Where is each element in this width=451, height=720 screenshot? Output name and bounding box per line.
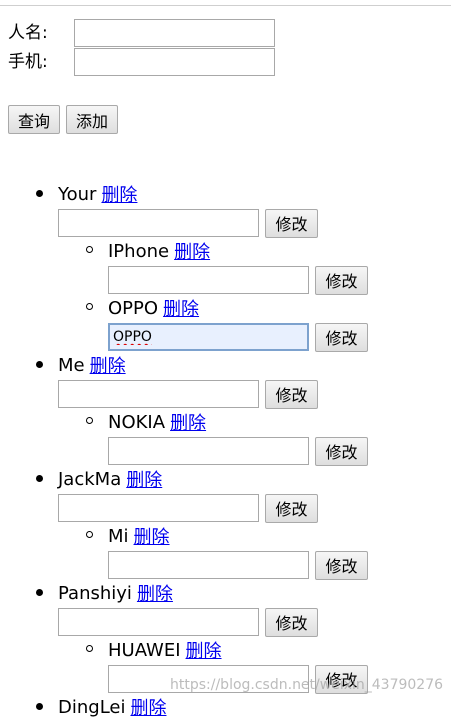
node-name: NOKIA: [108, 411, 166, 433]
child-node: OPPO 删除 修改: [86, 295, 368, 352]
edit-button[interactable]: 修改: [315, 265, 368, 295]
tree-node: DingLei 删除: [36, 694, 368, 720]
circle-bullet-icon: [86, 645, 93, 652]
delete-link[interactable]: 删除: [163, 299, 200, 320]
node-name: JackMa: [58, 468, 122, 490]
delete-link[interactable]: 删除: [170, 413, 207, 434]
disc-bullet-icon: [36, 190, 43, 197]
node-edit-input[interactable]: [58, 380, 259, 408]
circle-bullet-icon: [86, 417, 93, 424]
disc-bullet-icon: [36, 361, 43, 368]
node-name: Me: [58, 354, 85, 376]
circle-bullet-icon: [86, 303, 93, 310]
child-list: IPhone 删除 修改 OPPO 删除 修改: [86, 238, 368, 352]
node-name: HUAWEI: [108, 639, 181, 661]
query-button[interactable]: 查询: [8, 105, 61, 134]
circle-bullet-icon: [86, 246, 93, 253]
delete-link[interactable]: 删除: [136, 584, 173, 605]
node-edit-input[interactable]: [108, 665, 309, 693]
delete-link[interactable]: 删除: [126, 470, 163, 491]
node-edit-input[interactable]: [108, 437, 309, 465]
node-edit-input[interactable]: [108, 266, 309, 294]
disc-bullet-icon: [36, 589, 43, 596]
phone-row: 手机:: [8, 47, 275, 76]
tree-node: JackMa 删除 修改 Mi 删除 修改: [36, 466, 368, 580]
node-name: Your: [58, 183, 97, 205]
top-divider: [0, 5, 451, 6]
name-input[interactable]: [74, 18, 275, 47]
child-node: HUAWEI 删除 修改: [86, 637, 368, 694]
edit-button[interactable]: 修改: [315, 436, 368, 466]
node-name: Mi: [108, 525, 129, 547]
delete-link[interactable]: 删除: [130, 698, 167, 719]
edit-button[interactable]: 修改: [265, 607, 318, 637]
child-node: Mi 删除 修改: [86, 523, 368, 580]
circle-bullet-icon: [86, 531, 93, 538]
node-edit-input[interactable]: [58, 209, 259, 237]
tree-node: Me 删除 修改 NOKIA 删除 修改: [36, 352, 368, 466]
tree-node: Your 删除 修改 IPhone 删除 修改: [36, 181, 368, 352]
disc-bullet-icon: [36, 703, 43, 710]
child-node: IPhone 删除 修改: [86, 238, 368, 295]
node-name: OPPO: [108, 297, 159, 319]
delete-link[interactable]: 删除: [185, 641, 222, 662]
edit-button[interactable]: 修改: [265, 493, 318, 523]
disc-bullet-icon: [36, 475, 43, 482]
delete-link[interactable]: 删除: [174, 242, 211, 263]
node-edit-input[interactable]: [58, 608, 259, 636]
node-name: Panshiyi: [58, 582, 132, 604]
node-name: DingLei: [58, 696, 126, 718]
child-list: Mi 删除 修改: [86, 523, 368, 580]
name-row: 人名:: [8, 18, 275, 47]
edit-button[interactable]: 修改: [315, 322, 368, 352]
phone-label: 手机:: [8, 51, 48, 72]
add-button[interactable]: 添加: [66, 105, 119, 134]
contact-tree: Your 删除 修改 IPhone 删除 修改: [36, 181, 368, 720]
node-edit-input[interactable]: [108, 551, 309, 579]
action-buttons: 查询 添加: [8, 105, 119, 134]
delete-link[interactable]: 删除: [133, 527, 170, 548]
search-form: 人名: 手机:: [8, 18, 275, 76]
node-name: IPhone: [108, 240, 170, 262]
edit-button[interactable]: 修改: [315, 550, 368, 580]
watermark: https://blog.csdn.net/weixin_43790276: [170, 677, 444, 693]
child-list: NOKIA 删除 修改: [86, 409, 368, 466]
edit-button[interactable]: 修改: [315, 664, 368, 694]
delete-link[interactable]: 删除: [89, 356, 126, 377]
node-edit-input[interactable]: [58, 494, 259, 522]
child-list: HUAWEI 删除 修改: [86, 637, 368, 694]
node-edit-input[interactable]: [108, 323, 309, 351]
child-node: NOKIA 删除 修改: [86, 409, 368, 466]
edit-button[interactable]: 修改: [265, 208, 318, 238]
phone-input[interactable]: [74, 47, 275, 76]
edit-button[interactable]: 修改: [265, 379, 318, 409]
name-label: 人名:: [8, 22, 48, 43]
tree-node: Panshiyi 删除 修改 HUAWEI 删除 修改: [36, 580, 368, 694]
delete-link[interactable]: 删除: [101, 185, 138, 206]
